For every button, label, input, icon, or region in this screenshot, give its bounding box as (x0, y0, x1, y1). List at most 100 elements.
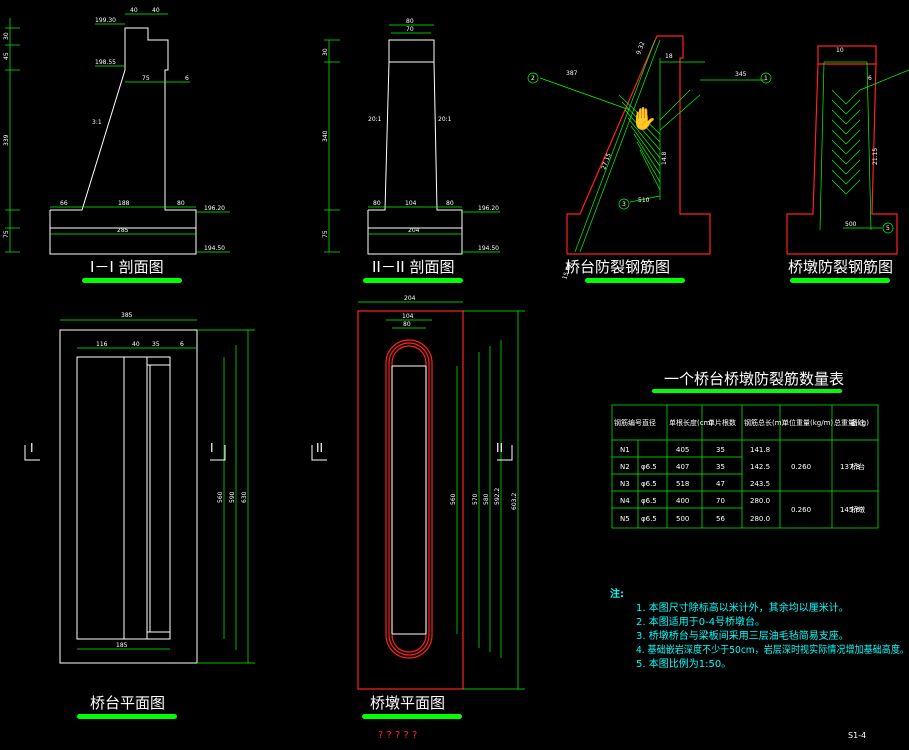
table-row-2-id: N3 (620, 480, 630, 488)
section-marker-left-1: I (30, 441, 34, 455)
abutment-plan-drawing: 385 116 40 35 6 185 560 590 630 (24, 312, 255, 664)
section-1-title-underline (82, 278, 182, 283)
rebar-callout-1: 1 (764, 75, 768, 82)
s2-dim-base: 204 (408, 227, 420, 234)
plan2-dim-w: 204 (404, 295, 416, 302)
sheet-number: S1-4 (848, 731, 866, 740)
table-row-3-dia: φ6.5 (641, 497, 657, 505)
section-1-footing (49, 227, 197, 255)
table-row-2-cnt: 47 (716, 480, 725, 488)
abutment-rebar-drawing: 2 1 3 387 345 18 9.32 510 27.15 14.8 15.… (527, 35, 772, 281)
pier-plan-title-underline (362, 714, 462, 719)
s1-dim-b2: 188 (118, 200, 130, 207)
s1-dim-top-w2: 40 (152, 7, 160, 14)
section-1-drawing: 30 45 339 75 40 40 199.30 198.55 75 6 3:… (3, 7, 230, 255)
s1-dim-v3: 339 (3, 134, 10, 146)
table-row-0-cnt: 35 (716, 446, 725, 454)
pier-dim-slope: 21.15 (872, 148, 879, 165)
table-header-2: 单片根数 (708, 418, 736, 427)
table-row-0-len: 405 (676, 446, 689, 454)
table-row-1-id: N2 (620, 463, 630, 471)
table-row-4-id: N5 (620, 515, 630, 523)
section-marker-right-2: II (496, 441, 503, 455)
s1-elev-bottom: 194.50 (204, 245, 225, 252)
table-row-2-len: 518 (676, 480, 689, 488)
s2-slope-right: 20:1 (438, 116, 452, 123)
rebar-dim-d: 9.32 (635, 41, 646, 56)
s1-dim-v4: 75 (3, 230, 10, 238)
plan2-dim-a: 104 (402, 313, 414, 320)
s2-dim-b2: 104 (405, 200, 417, 207)
plan1-dim-bottom: 185 (116, 642, 128, 649)
s1-dim-b1: 66 (60, 200, 68, 207)
plan1-dim-w: 385 (121, 312, 133, 319)
s1-dim-w75: 75 (142, 75, 150, 82)
rebar-callout-5: 5 (886, 225, 890, 232)
question-marks: ? ? ? ? ? (378, 730, 417, 741)
rebar-quantity-table: 钢筋编号直径 单根长度(cm) 单片根数 钢筋总长(m) 单位重量(kg/m) … (611, 404, 879, 529)
rebar-callout-2: 2 (531, 75, 535, 82)
plan1-dim-c: 35 (152, 341, 160, 348)
table-row-0-tot: 141.8 (750, 446, 770, 454)
s1-slope: 3:1 (92, 119, 102, 126)
s2-dim-top-w2: 70 (406, 26, 414, 33)
rebar-dim-f: 27.15 (600, 152, 613, 171)
table-group1-total: 137.3 (840, 463, 860, 471)
table-row-3-id: N4 (620, 497, 630, 505)
pier-rebar-title-underline (790, 278, 890, 283)
notes-label: 注: (610, 587, 624, 600)
table-title-underline (652, 389, 842, 393)
plan2-dim-h3: 580 (483, 493, 490, 505)
s2-elev-base: 196.20 (478, 205, 499, 212)
rebar-dim-b: 345 (735, 71, 747, 78)
table-row-2-tot: 243.5 (750, 480, 770, 488)
s1-dim-top-w1: 40 (130, 7, 138, 14)
s1-elev-top: 199.30 (95, 17, 116, 24)
table-row-4-cnt: 56 (716, 515, 725, 523)
rebar-dim-c: 18 (665, 53, 673, 60)
plan2-dim-h4: 592.2 (494, 488, 501, 505)
plan1-dim-h2: 590 (229, 491, 236, 503)
section-marker-left-2: II (316, 441, 323, 455)
s2-dim-b3: 80 (446, 200, 454, 207)
abutment-plan-title-underline (77, 714, 177, 719)
table-row-0-id: N1 (620, 446, 630, 454)
rebar-dim-a: 387 (566, 70, 578, 77)
note-item-4: 4. 基础嵌岩深度不少于50cm，岩层深时视实际情况增加基础高度。 (636, 643, 909, 656)
abutment-rebar-title: 桥台防裂钢筋图 (565, 258, 670, 276)
rebar-callout-3: 3 (622, 201, 626, 208)
table-group1-unit: 0.260 (791, 463, 811, 471)
note-item-1: 1. 本图尺寸除标高以米计外，其余均以厘米计。 (636, 601, 849, 614)
pier-rebar-title: 桥墩防裂钢筋图 (788, 258, 893, 276)
rebar-dim-e: 510 (638, 197, 650, 204)
hand-cursor-icon: ✋ (630, 106, 657, 132)
section-marker-right-1: I (210, 441, 214, 455)
plan1-dim-b: 40 (132, 341, 140, 348)
table-header-6: 备注 (851, 418, 865, 427)
table-row-1-cnt: 35 (716, 463, 725, 471)
s1-dim-base: 285 (117, 227, 129, 234)
s1-dim-b3: 80 (177, 200, 185, 207)
table-row-1-tot: 142.5 (750, 463, 770, 471)
pier-dim-side: 6 (868, 75, 872, 82)
table-title: 一个桥台桥墩防裂筋数量表 (664, 370, 844, 388)
plan2-dim-h2: 570 (472, 493, 479, 505)
table-header-1: 单根长度(cm) (669, 418, 713, 427)
table-header-4: 单位重量(kg/m) (782, 418, 833, 427)
s1-dim-w6: 6 (185, 75, 189, 82)
pier-rebar-drawing: 5 10 6 500 21.15 (786, 45, 909, 255)
table-group2-note: 桥墩 (851, 505, 865, 514)
note-item-2: 2. 本图适用于0-4号桥墩台。 (636, 615, 765, 628)
plan1-dim-h3: 630 (241, 491, 248, 503)
s2-dim-v3: 75 (322, 230, 329, 238)
pier-dim-base: 500 (845, 221, 857, 228)
s2-elev-bottom: 194.50 (478, 245, 499, 252)
section-2-title: II－II 剖面图 (372, 258, 454, 276)
table-group1-note: 桥台 (851, 462, 865, 471)
plan1-dim-a: 116 (96, 341, 108, 348)
plan2-dim-b: 80 (403, 321, 411, 328)
s2-dim-top-w1: 80 (406, 18, 414, 25)
s1-dim-v1: 30 (3, 32, 10, 40)
plan1-dim-d: 6 (180, 341, 184, 348)
